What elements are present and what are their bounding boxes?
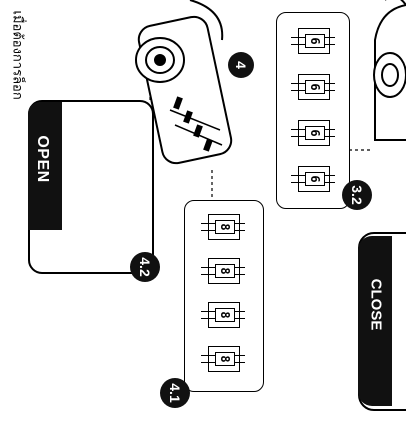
combination-lock-partial [373,0,406,141]
close-label-tab: CLOSE [358,236,392,406]
dial-digit: 6 [305,34,325,48]
dial-digit: 8 [215,308,235,322]
open-label: OPEN [34,135,51,183]
dial-wheel: 6 [291,120,335,146]
dial-digit: 8 [215,220,235,234]
dial-digit: 8 [215,264,235,278]
dial-wheel: 6 [291,28,335,54]
step-badge-4-2: 4.2 [130,252,160,282]
dial-wheel: 6 [291,74,335,100]
dial-digit: 8 [215,352,235,366]
open-label-tab: OPEN [28,102,62,230]
close-label: CLOSE [367,278,385,331]
step-badge-4: 4 [228,52,254,78]
step-badge-3-2: 3.2 [342,180,372,210]
lock-instruction-caption: เมื่อต้องการล็อก [9,10,25,100]
dial-wheel: 8 [201,302,245,328]
step-badge-4-1: 4.1 [160,378,190,408]
combination-lock-main [135,0,233,165]
dial-digit: 6 [305,80,325,94]
dial-digit: 6 [305,126,325,140]
dial-wheel: 8 [201,258,245,284]
dial-wheel: 6 [291,166,335,192]
dial-wheel: 8 [201,214,245,240]
dial-digit: 6 [305,172,325,186]
dial-wheel: 8 [201,346,245,372]
